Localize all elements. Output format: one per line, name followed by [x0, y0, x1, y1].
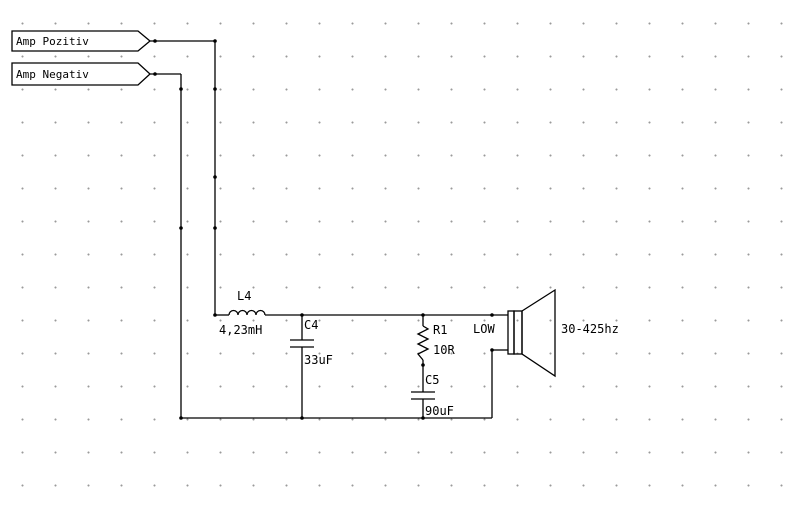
inductor-l4[interactable]: L4 4,23mH	[219, 289, 266, 337]
speaker-low[interactable]: LOW 30-425hz	[473, 288, 619, 378]
port-amp-positive[interactable]: Amp Pozitiv	[11, 30, 152, 52]
port-amp-negative[interactable]: Amp Negativ	[11, 62, 151, 86]
capacitor-c5[interactable]: C5 90uF	[411, 373, 454, 418]
port-positive-label: Amp Pozitiv	[16, 35, 89, 48]
speaker-range: 30-425hz	[561, 322, 619, 336]
resistor-r1[interactable]: R1 10R	[416, 323, 455, 361]
cap-c5-value: 90uF	[425, 404, 454, 418]
cap-c5-ref: C5	[425, 373, 439, 387]
cap-c4-ref: C4	[304, 318, 318, 332]
port-positive-shape	[11, 30, 152, 52]
junction-dots	[153, 39, 494, 420]
resistor-ref: R1	[433, 323, 447, 337]
capacitor-c4[interactable]: C4 33uF	[290, 318, 333, 367]
speaker-magnet	[507, 310, 515, 355]
port-negative-label: Amp Negativ	[16, 68, 89, 81]
speaker-label: LOW	[473, 322, 495, 336]
inductor-value: 4,23mH	[219, 323, 262, 337]
speaker-cone	[521, 288, 556, 378]
cap-c4-value: 33uF	[304, 353, 333, 367]
speaker-coil	[513, 310, 523, 355]
resistor-value: 10R	[433, 343, 455, 357]
port-negative-shape	[11, 62, 151, 86]
inductor-ref: L4	[237, 289, 251, 303]
